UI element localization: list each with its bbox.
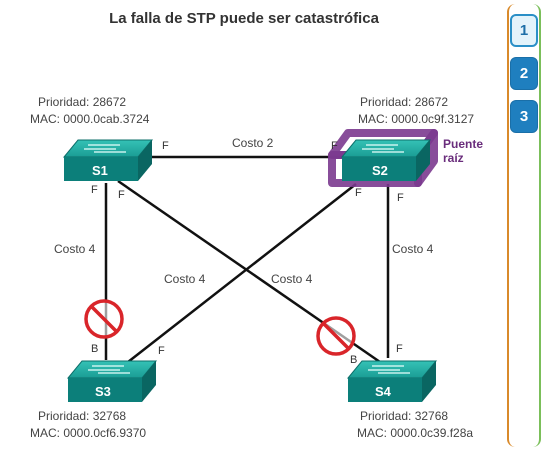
- switch-s4: [346, 360, 438, 402]
- cost-s1-s2: Costo 2: [232, 136, 274, 150]
- port-s1-diag: F: [118, 189, 125, 201]
- root-bridge-label: Puente raíz: [443, 137, 483, 165]
- root-bridge-line1: Puente: [443, 137, 484, 151]
- switch-s1: [62, 139, 154, 181]
- switch-s1-name: S1: [92, 163, 108, 178]
- switch-s3-name: S3: [95, 384, 111, 399]
- s2-mac: MAC: 0000.0c9f.3127: [358, 112, 475, 126]
- port-s4-diag: B: [350, 354, 358, 366]
- port-s3-up: B: [91, 343, 99, 355]
- s4-priority: Prioridad: 32768: [360, 409, 449, 423]
- port-s1-down: F: [91, 184, 98, 196]
- switch-s4-name: S4: [375, 384, 391, 399]
- step-navigator: 1 2 3: [507, 4, 541, 447]
- s1-priority: Prioridad: 28672: [38, 95, 127, 109]
- port-s2-left: F: [331, 140, 338, 152]
- blocked-port-icon: [84, 299, 124, 339]
- root-bridge-line2: raíz: [443, 151, 464, 165]
- step-2-button[interactable]: 2: [510, 57, 538, 90]
- port-s1-right: F: [162, 140, 169, 152]
- s2-priority: Prioridad: 28672: [360, 95, 449, 109]
- cost-s2-s3: Costo 4: [164, 272, 206, 286]
- port-s3-diag: F: [158, 345, 165, 357]
- switch-s3: [66, 360, 158, 402]
- cost-s1-s3: Costo 4: [54, 242, 96, 256]
- cost-s2-s4: Costo 4: [392, 242, 434, 256]
- step-3-button[interactable]: 3: [510, 100, 538, 133]
- link-s2-s3: [127, 183, 357, 363]
- cost-s1-s4: Costo 4: [271, 272, 313, 286]
- s1-mac: MAC: 0000.0cab.3724: [30, 112, 150, 126]
- switch-s2: [328, 129, 438, 187]
- step-rail: [507, 4, 541, 447]
- s3-priority: Prioridad: 32768: [38, 409, 127, 423]
- blocked-port-icon: [316, 316, 356, 356]
- switch-s2-name: S2: [372, 163, 388, 178]
- step-1-button[interactable]: 1: [510, 14, 538, 47]
- s4-mac: MAC: 0000.0c39.f28a: [357, 426, 474, 440]
- s3-mac: MAC: 0000.0cf6.9370: [30, 426, 147, 440]
- page-title: La falla de STP puede ser catastrófica: [109, 10, 379, 27]
- port-s2-down: F: [397, 192, 404, 204]
- port-s4-up: F: [396, 343, 403, 355]
- port-s2-diag: F: [355, 187, 362, 199]
